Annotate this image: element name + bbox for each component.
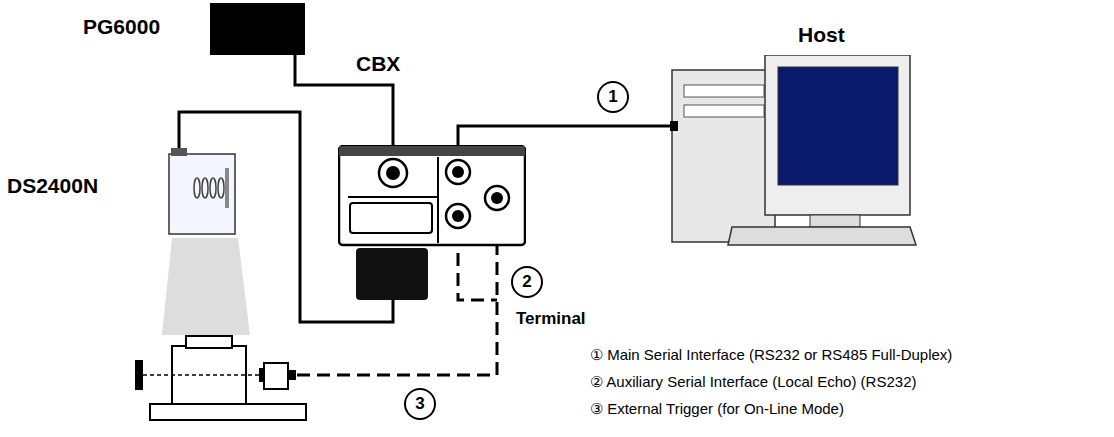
trigger-station [135,336,306,420]
power-supply: PG6000 [210,3,305,55]
callout-number: 1 [608,87,617,107]
power-supply-art [210,3,305,55]
barcode-scanner: DS2400N [163,148,241,238]
legend-text: ③ External Trigger (for On-Line Mode) [590,400,844,418]
device-name: DS2400N [7,174,98,198]
host-computer: Host [670,55,918,247]
callout-number: 2 [522,272,531,292]
legend-text: ② Auxiliary Serial Interface (Local Echo… [590,373,916,391]
host-computer-art [670,55,918,247]
connection-box: CBX [338,145,526,300]
device-name: PG6000 [83,15,160,39]
legend-text: ① Main Serial Interface (RS232 or RS485 … [590,346,952,364]
callout-number: 3 [415,394,424,414]
cable [458,126,670,145]
scan-beam [162,238,250,335]
device-name: Host [798,23,845,47]
terminal-label: Terminal [516,309,586,329]
barcode-scanner-art [163,148,241,238]
callout-circle [405,82,628,419]
connection-box-art [338,145,526,300]
device-name: CBX [356,52,400,76]
